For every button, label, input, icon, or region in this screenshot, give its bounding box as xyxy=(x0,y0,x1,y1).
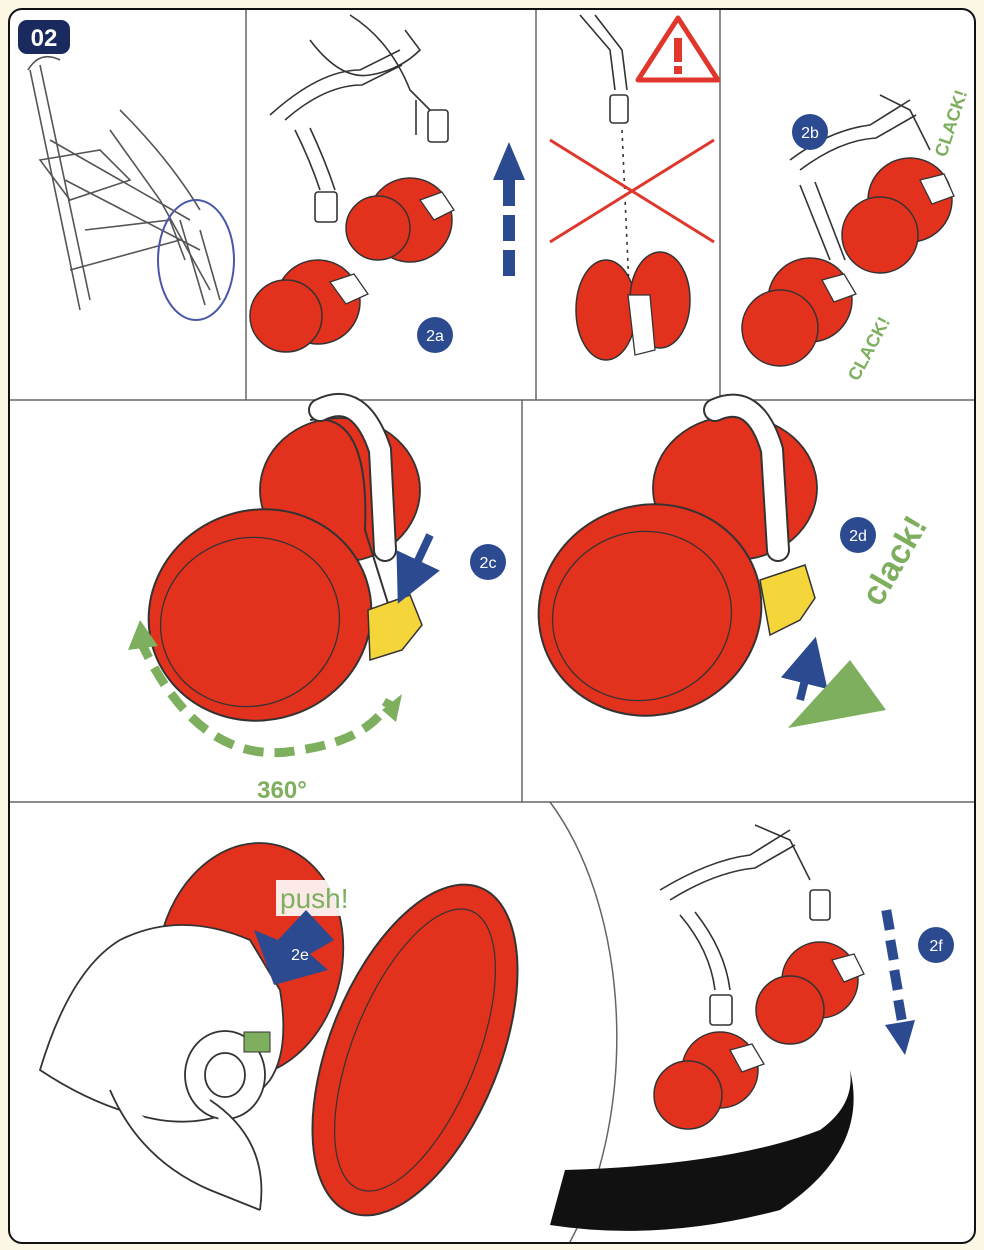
svg-text:2b: 2b xyxy=(801,125,819,142)
svg-text:2f: 2f xyxy=(929,938,943,955)
step-2d-badge: 2d xyxy=(840,517,876,553)
panel-2d: 2d clack! xyxy=(511,406,935,745)
panel-2c: 2c 360° xyxy=(121,405,506,804)
push-label: push! xyxy=(280,883,349,914)
panel-2e: push! 2e xyxy=(40,825,559,1242)
step-2a-badge: 2a xyxy=(417,317,453,353)
step-2c-badge: 2c xyxy=(470,544,506,580)
step-2f-badge: 2f xyxy=(918,927,954,963)
instruction-diagram: 02 xyxy=(10,10,974,1242)
svg-text:2a: 2a xyxy=(426,328,444,345)
clack-sound-label: CLACK! xyxy=(931,87,971,159)
rotation-label: 360° xyxy=(257,777,307,804)
step-number-badge: 02 xyxy=(18,20,70,54)
down-arrow-icon xyxy=(881,909,915,1055)
clack-sound-label: CLACK! xyxy=(844,314,894,384)
release-button-icon xyxy=(244,1032,270,1052)
svg-text:2d: 2d xyxy=(849,528,867,545)
step-2b-badge: 2b xyxy=(792,114,828,150)
stroller-overview xyxy=(28,57,220,310)
panel-2a: 2a xyxy=(250,15,525,353)
warning-icon xyxy=(638,18,718,80)
step-number: 02 xyxy=(31,25,58,52)
instruction-frame: 02 xyxy=(8,8,976,1244)
panel-2b: 2b CLACK! CLACK! xyxy=(742,87,971,383)
highlight-circle xyxy=(158,200,234,320)
up-push-arrow-icon xyxy=(800,660,810,700)
up-arrow-icon xyxy=(493,142,525,276)
press-arrow-icon xyxy=(408,535,430,582)
panel-2f: 2f xyxy=(550,825,954,1231)
step-2e-label: 2e xyxy=(291,947,309,964)
cross-mark-icon xyxy=(550,140,714,242)
svg-text:2c: 2c xyxy=(480,555,497,572)
panel-warning xyxy=(550,15,718,360)
